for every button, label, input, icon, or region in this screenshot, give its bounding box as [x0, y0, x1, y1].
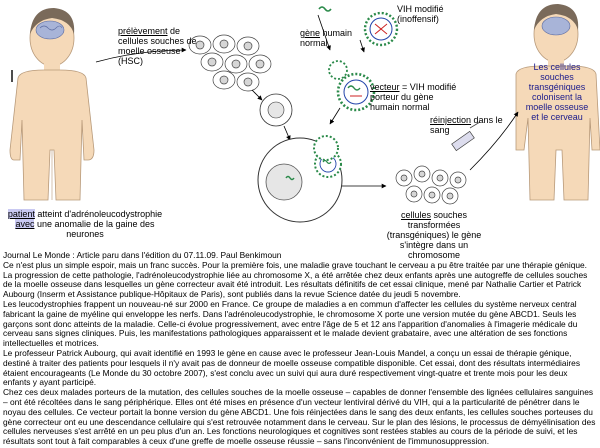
label-gene: gène humain normal [300, 28, 358, 48]
cellules-word: cellules [400, 210, 431, 220]
label-vecteur: vecteur = VIH modifié porteur du gène hu… [370, 82, 460, 112]
reinjection-rest: dans le sang [430, 115, 503, 135]
label-cellules: cellules souches transformées (transgéni… [384, 210, 484, 260]
hiv-virus-icon [363, 11, 399, 47]
vih-text: VIH modifié (inoffensif) [397, 4, 444, 24]
article-paragraph-3: Le professeur Patrick Aubourg, qui avait… [3, 347, 581, 388]
label-prelevement: prélèvement de cellules souches de moell… [118, 26, 208, 66]
article-source: Journal Le Monde : Article paru dans l'é… [3, 250, 282, 260]
gene-rest: humain normal [300, 28, 353, 48]
avec-word: avec [15, 219, 35, 229]
gene-word: gène [300, 28, 321, 38]
single-stem-cell [259, 93, 293, 127]
vector-virus-icon [336, 72, 376, 112]
article-paragraph-1: Ce n'est plus un simple espoir, mais un … [3, 259, 588, 300]
brain-left [35, 20, 65, 40]
reinjection-word: réinjection [430, 115, 472, 125]
vecteur-word: vecteur [370, 82, 400, 92]
label-stem-colonise: Les cellules souches transgéniques colon… [523, 62, 591, 122]
article-body: Journal Le Monde : Article paru dans l'é… [3, 250, 597, 447]
hsc-cell-cluster [188, 34, 272, 92]
prelevement-word: prélèvement [118, 26, 168, 36]
cellules-rest: souches transformées (transgéniques) le … [386, 210, 482, 260]
prelevement-rest: de cellules souches de moelle osseuse (H… [118, 26, 197, 66]
transduced-cell [257, 137, 343, 223]
label-patient: patient atteint d'adrénoleucodystrophie … [5, 209, 165, 239]
label-reinjection: réinjection dans le sang [430, 115, 510, 135]
patient-rest2: une anomalie de la gaine des neurones [36, 219, 155, 239]
patient-rest1: atteint d'adrénoleucodystrophie [37, 209, 163, 219]
syringe-icon [451, 121, 481, 152]
patient-left-figure [9, 8, 95, 201]
brain-right [541, 16, 571, 36]
gene-therapy-diagram [9, 4, 600, 223]
vecteur-rest: = VIH modifié porteur du gène humain nor… [370, 82, 457, 112]
transformed-cell-cluster [395, 165, 467, 205]
patient-right-figure [515, 4, 600, 201]
vector-virus-icon-2 [328, 60, 348, 80]
normal-gene-icon [318, 6, 332, 12]
patient-word: patient [7, 209, 35, 219]
stem-colonise-text: Les cellules souches transgéniques colon… [525, 62, 589, 122]
article-paragraph-2: Les leucodystrophies frappent un nouveau… [3, 298, 578, 349]
article-paragraph-4: Chez ces deux malades porteurs de la mut… [3, 387, 596, 447]
label-vih: VIH modifié (inoffensif) [397, 4, 459, 24]
vector-virus-icon-3 [313, 135, 339, 161]
